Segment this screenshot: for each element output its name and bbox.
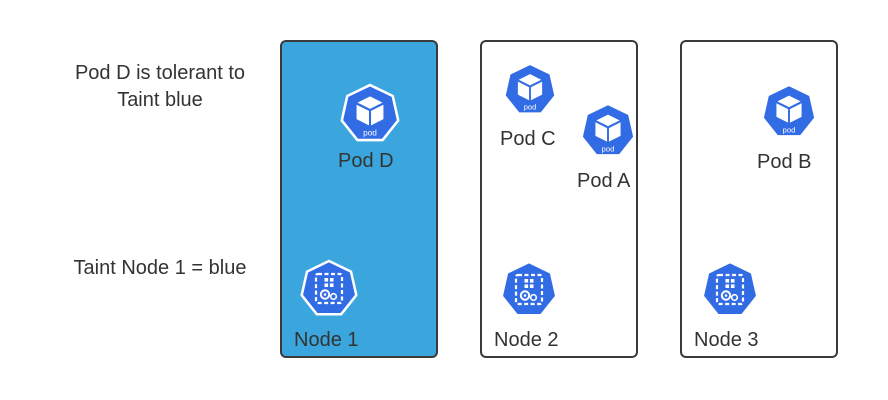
taint-annotation: Taint Node 1 = blue xyxy=(73,257,247,279)
node-3-node-icon xyxy=(700,260,760,320)
node-1-node-icon xyxy=(299,259,359,319)
node-3-box xyxy=(680,40,838,358)
pod-c-label: Pod C xyxy=(500,128,556,150)
pod-a-pod-icon: pod xyxy=(579,102,637,160)
pod-b-pod-icon: pod xyxy=(760,83,818,141)
pod-b-badge: pod xyxy=(783,125,796,134)
pod-c-pod-icon: pod xyxy=(502,62,558,118)
pod-d-badge: pod xyxy=(363,129,377,138)
node-1-label: Node 1 xyxy=(294,329,359,351)
tolerance-annotation-line-2: Taint blue xyxy=(117,89,203,111)
pod-d-label: Pod D xyxy=(338,150,394,172)
pod-a-label: Pod A xyxy=(577,170,631,192)
tolerance-annotation: Pod D is tolerant to Taint blue xyxy=(40,60,280,114)
node-2-node-icon xyxy=(499,260,559,320)
pod-a-badge: pod xyxy=(602,144,615,153)
tolerance-annotation-line-1: Pod D is tolerant to xyxy=(74,62,246,84)
pod-c-badge: pod xyxy=(524,103,536,112)
node-2-label: Node 2 xyxy=(494,329,559,351)
node-3-label: Node 3 xyxy=(694,329,759,351)
pod-d-pod-icon: pod xyxy=(339,83,401,145)
pod-b-label: Pod B xyxy=(757,151,812,173)
